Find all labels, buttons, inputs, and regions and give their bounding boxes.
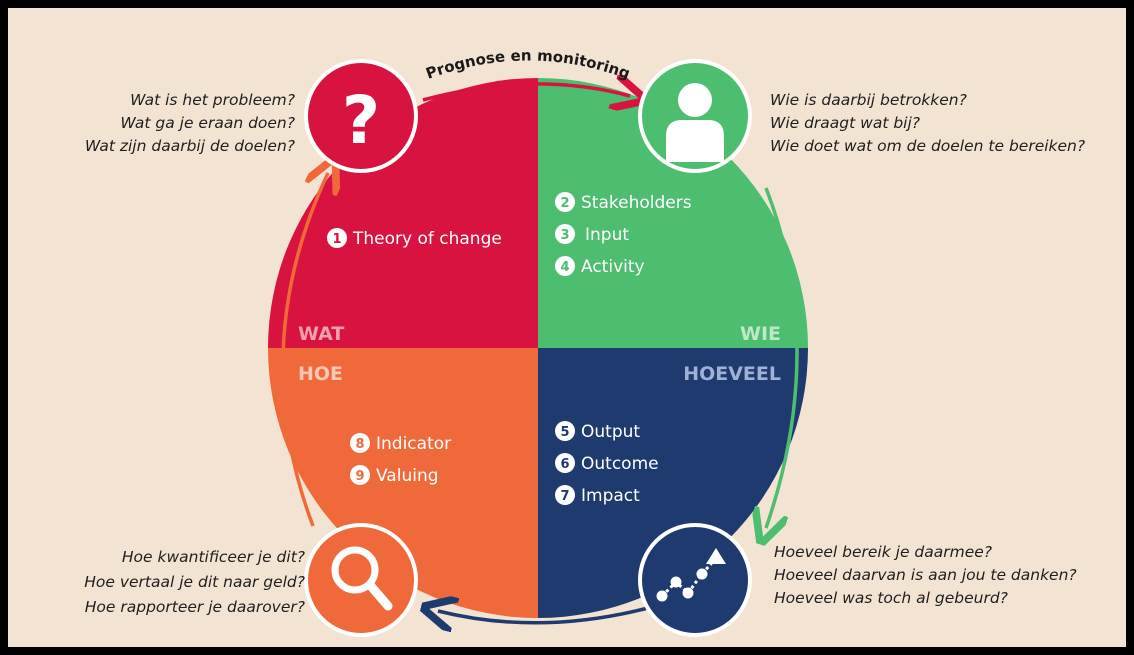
svg-text:Valuing: Valuing — [376, 466, 439, 486]
list-item: 7 Impact — [555, 485, 640, 506]
svg-text:Outcome: Outcome — [581, 454, 659, 474]
svg-text:Input: Input — [585, 225, 629, 245]
svg-text:Theory of change: Theory of change — [352, 229, 502, 249]
svg-text:Hoe kwantificeer je dit?: Hoe kwantificeer je dit? — [122, 548, 305, 566]
arrow-wie-to-hoeveel — [766, 187, 799, 528]
list-item: 2 Stakeholders — [555, 192, 692, 213]
quadrant-label-hoeveel: HOEVEEL — [683, 363, 781, 385]
svg-text:Hoe rapporteer je daarover?: Hoe rapporteer je daarover? — [85, 598, 305, 616]
quadrant-label-hoe: HOE — [298, 363, 343, 385]
trend-chart-icon — [656, 548, 726, 602]
svg-text:Wat zijn daarbij de doelen?: Wat zijn daarbij de doelen? — [85, 137, 295, 155]
svg-text:Wie is daarbij betrokken?: Wie is daarbij betrokken? — [770, 91, 967, 109]
list-item: 5 Output — [555, 421, 640, 442]
question-mark-icon: ? — [342, 82, 380, 159]
list-item: 9 Valuing — [350, 465, 439, 486]
svg-text:8: 8 — [355, 437, 364, 452]
questions-hoeveel: Hoeveel bereik je daarmee? Hoeveel daarv… — [774, 543, 1077, 607]
svg-text:Hoe vertaal je dit naar geld?: Hoe vertaal je dit naar geld? — [84, 573, 305, 591]
impact-cycle-diagram: Prognose en monitoring ? WAT WIE HOE HOE… — [84, 46, 1085, 637]
quadrant-label-wat: WAT — [298, 323, 344, 345]
svg-text:9: 9 — [355, 469, 364, 484]
quadrant-label-wie: WIE — [740, 323, 781, 345]
diagram-frame: Prognose en monitoring ? WAT WIE HOE HOE… — [8, 8, 1126, 647]
icon-circle-wie — [638, 59, 752, 173]
svg-text:Stakeholders: Stakeholders — [581, 193, 692, 213]
svg-text:7: 7 — [560, 489, 569, 504]
svg-text:2: 2 — [560, 196, 569, 211]
top-arrow-label: Prognose en monitoring — [424, 46, 633, 82]
questions-hoe: Hoe kwantificeer je dit? Hoe vertaal je … — [84, 548, 305, 616]
svg-text:Wat ga je eraan doen?: Wat ga je eraan doen? — [120, 114, 295, 132]
icon-circle-hoeveel — [638, 523, 752, 637]
svg-text:Indicator: Indicator — [376, 434, 451, 454]
list-item: 3 Input — [555, 224, 629, 245]
icon-circle-wat: ? — [304, 59, 418, 173]
svg-text:Hoeveel daarvan is aan jou te: Hoeveel daarvan is aan jou te danken? — [774, 566, 1077, 584]
magnifier-icon — [331, 546, 393, 611]
arrow-hoe-to-wat — [281, 173, 328, 527]
icon-circle-hoe — [304, 523, 418, 637]
arrow-hoeveel-to-hoe — [438, 608, 649, 623]
svg-text:5: 5 — [560, 425, 569, 440]
svg-text:Wat is het probleem?: Wat is het probleem? — [130, 91, 295, 109]
arrow-wat-to-wie — [422, 84, 630, 100]
svg-text:Hoeveel was toch al gebeurd?: Hoeveel was toch al gebeurd? — [774, 589, 1008, 607]
svg-text:4: 4 — [560, 260, 569, 275]
person-icon — [666, 83, 724, 162]
svg-text:Impact: Impact — [581, 486, 640, 506]
list-item: 4 Activity — [555, 256, 645, 277]
svg-text:1: 1 — [332, 232, 341, 247]
questions-wat: Wat is het probleem? Wat ga je eraan doe… — [85, 91, 295, 155]
svg-text:Hoeveel bereik je daarmee?: Hoeveel bereik je daarmee? — [774, 543, 992, 561]
svg-text:6: 6 — [560, 457, 569, 472]
list-item: 1 Theory of change — [327, 228, 502, 249]
list-item: 8 Indicator — [350, 433, 451, 454]
svg-text:Wie draagt wat bij?: Wie draagt wat bij? — [770, 114, 920, 132]
questions-wie: Wie is daarbij betrokken? Wie draagt wat… — [770, 91, 1085, 155]
svg-text:Activity: Activity — [581, 257, 645, 277]
svg-text:Output: Output — [581, 422, 640, 442]
svg-text:Wie doet wat om de doelen te b: Wie doet wat om de doelen te bereiken? — [770, 137, 1085, 155]
svg-text:3: 3 — [560, 228, 569, 243]
list-item: 6 Outcome — [555, 453, 659, 474]
